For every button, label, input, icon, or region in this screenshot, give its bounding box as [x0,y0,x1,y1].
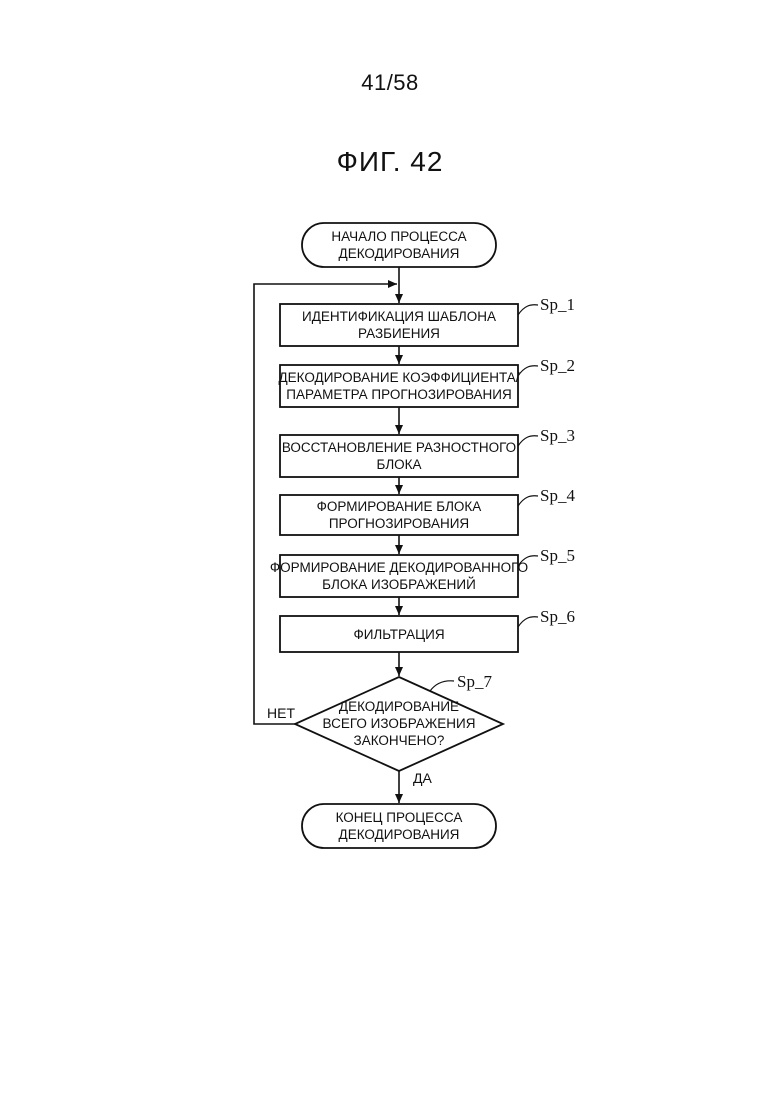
step-sp2-line-1: ДЕКОДИРОВАНИЕ КОЭФФИЦИЕНТА/ [278,370,519,385]
end-line-1: КОНЕЦ ПРОЦЕССА [336,810,463,825]
step-sp5-line-2: БЛОКА ИЗОБРАЖЕНИЙ [322,577,476,592]
branch-label-no: НЕТ [267,705,295,721]
step-sp3-line-2: БЛОКА [376,457,421,472]
decision-sp7: ДЕКОДИРОВАНИЕ ВСЕГО ИЗОБРАЖЕНИЯ ЗАКОНЧЕН… [267,672,503,786]
step-sp3: ВОССТАНОВЛЕНИЕ РАЗНОСТНОГО БЛОКА Sp_3 [280,426,575,477]
start-terminator: НАЧАЛО ПРОЦЕССА ДЕКОДИРОВАНИЯ [302,223,496,267]
leader-sp7 [430,681,454,691]
leader-sp1 [518,305,538,315]
step-sp1-line-2: РАЗБИЕНИЯ [358,326,440,341]
step-sp2: ДЕКОДИРОВАНИЕ КОЭФФИЦИЕНТА/ ПАРАМЕТРА ПР… [278,356,574,407]
step-label-sp1: Sp_1 [540,295,575,314]
leader-sp3 [518,436,538,446]
decision-line-1: ДЕКОДИРОВАНИЕ [339,699,459,714]
step-sp6-line-1: ФИЛЬТРАЦИЯ [353,627,444,642]
step-sp5: ФОРМИРОВАНИЕ ДЕКОДИРОВАННОГО БЛОКА ИЗОБР… [270,546,575,597]
end-terminator: КОНЕЦ ПРОЦЕССА ДЕКОДИРОВАНИЯ [302,804,496,848]
leader-sp2 [518,366,538,376]
step-label-sp7: Sp_7 [457,672,492,691]
step-sp2-line-2: ПАРАМЕТРА ПРОГНОЗИРОВАНИЯ [286,387,511,402]
step-sp4-line-1: ФОРМИРОВАНИЕ БЛОКА [317,499,482,514]
decision-line-2: ВСЕГО ИЗОБРАЖЕНИЯ [323,716,476,731]
step-sp5-line-1: ФОРМИРОВАНИЕ ДЕКОДИРОВАННОГО [270,560,528,575]
step-sp6: ФИЛЬТРАЦИЯ Sp_6 [280,607,575,652]
step-label-sp5: Sp_5 [540,546,575,565]
end-line-2: ДЕКОДИРОВАНИЯ [339,827,460,842]
step-label-sp3: Sp_3 [540,426,575,445]
leader-sp4 [518,496,538,506]
step-label-sp6: Sp_6 [540,607,575,626]
step-sp1-line-1: ИДЕНТИФИКАЦИЯ ШАБЛОНА [302,309,496,324]
step-sp3-line-1: ВОССТАНОВЛЕНИЕ РАЗНОСТНОГО [282,440,516,455]
step-sp4-line-2: ПРОГНОЗИРОВАНИЯ [329,516,469,531]
start-line-2: ДЕКОДИРОВАНИЯ [339,246,460,261]
decision-line-3: ЗАКОНЧЕНО? [354,733,445,748]
step-label-sp2: Sp_2 [540,356,575,375]
step-sp1: ИДЕНТИФИКАЦИЯ ШАБЛОНА РАЗБИЕНИЯ Sp_1 [280,295,575,346]
branch-label-yes: ДА [413,770,432,786]
step-label-sp4: Sp_4 [540,486,575,505]
leader-sp6 [518,617,538,627]
step-sp4: ФОРМИРОВАНИЕ БЛОКА ПРОГНОЗИРОВАНИЯ Sp_4 [280,486,575,535]
start-line-1: НАЧАЛО ПРОЦЕССА [331,229,466,244]
